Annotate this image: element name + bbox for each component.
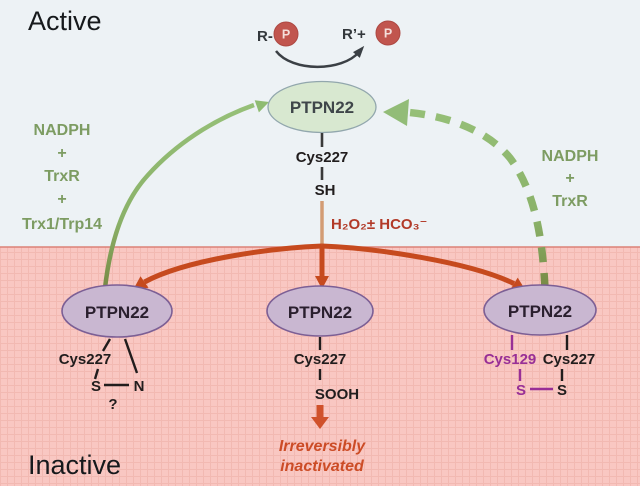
reduction-pathway-left: NADPH + TrxR + Trx1/Trp14 bbox=[22, 122, 102, 233]
inactive-enzyme-ellipse-left bbox=[61, 284, 173, 338]
sulfur-atom-label: S bbox=[91, 378, 101, 395]
phosphate-badge bbox=[273, 21, 299, 47]
oxidant-formula: H₂O₂± HCO₃⁻ bbox=[331, 216, 427, 233]
inactive-enzyme-name-right: PTPN22 bbox=[508, 302, 572, 321]
active-enzyme-name: PTPN22 bbox=[290, 98, 354, 117]
active-zone-label: Active bbox=[28, 6, 102, 36]
active-enzyme-ellipse bbox=[267, 80, 377, 134]
inactive-enzyme-name-middle: PTPN22 bbox=[288, 303, 352, 322]
catalysis-arrow bbox=[275, 50, 360, 69]
residue-label-cys227: Cys227 bbox=[543, 351, 596, 368]
pathway-left-line: TrxR bbox=[44, 168, 80, 185]
inactive-enzyme-ellipse-middle bbox=[266, 285, 374, 337]
inactive-enzyme-ellipse-right bbox=[483, 284, 597, 336]
uncertainty-mark: ? bbox=[108, 396, 117, 413]
residue-label-middle: Cys227 bbox=[294, 351, 347, 368]
phosphate-letter: P bbox=[384, 27, 392, 41]
pathway-right-line: + bbox=[565, 170, 574, 187]
reactivation-arrowhead-solid-icon bbox=[254, 100, 269, 113]
irreversible-note-line2: inactivated bbox=[280, 458, 365, 475]
phosphate-badge bbox=[375, 20, 401, 46]
thiol-label: SH bbox=[315, 182, 336, 199]
pathway-right-line: TrxR bbox=[552, 193, 588, 210]
irreversible-arrow-icon bbox=[311, 405, 329, 429]
reactivation-arrowhead-dashed-icon bbox=[383, 99, 409, 126]
oxidation-arrow-right bbox=[321, 243, 516, 286]
substrate-label: R- bbox=[257, 28, 273, 45]
pathway-left-line: Trx1/Trp14 bbox=[22, 216, 102, 233]
reduction-pathway-right: NADPH + TrxR bbox=[542, 148, 599, 210]
inactive-enzyme-name-left: PTPN22 bbox=[85, 303, 149, 322]
bond-line bbox=[101, 338, 112, 352]
sulfinic-group-label: SOOH bbox=[315, 386, 359, 403]
inactive-zone-label: Inactive bbox=[28, 450, 121, 480]
residue-label-cys129: Cys129 bbox=[484, 351, 537, 368]
catalysis-arrowhead-icon bbox=[353, 45, 365, 58]
nitrogen-atom-label: N bbox=[134, 378, 145, 395]
sulfur-atom-label-purple: S bbox=[516, 382, 526, 399]
pathway-left-line: + bbox=[57, 191, 66, 208]
irreversible-note-line1: Irreversibly bbox=[279, 438, 366, 455]
reactivation-arrow-solid bbox=[102, 102, 255, 289]
oxidation-arrowhead-middle-icon bbox=[315, 276, 329, 289]
sulfur-atom-label: S bbox=[557, 382, 567, 399]
oxidation-arrow-left bbox=[143, 243, 323, 285]
pathway-left-line: NADPH bbox=[34, 122, 91, 139]
bond-line bbox=[123, 338, 139, 374]
product-label: R’+ bbox=[342, 26, 366, 43]
phosphate-letter: P bbox=[282, 28, 290, 42]
reactivation-arrow-dashed bbox=[403, 108, 549, 289]
bond-line bbox=[93, 368, 100, 380]
pathway-right-line: NADPH bbox=[542, 148, 599, 165]
residue-label-left: Cys227 bbox=[59, 351, 112, 368]
active-residue-label: Cys227 bbox=[296, 149, 349, 166]
pathway-left-line: + bbox=[57, 145, 66, 162]
